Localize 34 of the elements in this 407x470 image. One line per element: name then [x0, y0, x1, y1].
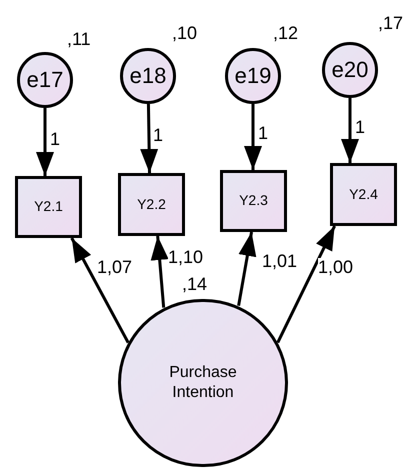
arrow [36, 108, 54, 176]
observed-variable-box [118, 173, 185, 236]
node-label: e20 [332, 56, 368, 84]
node-label: e19 [234, 62, 272, 90]
node-label: Purchase Intention [168, 363, 238, 403]
arrow [237, 232, 256, 306]
edge-label: 1,01 [262, 252, 298, 270]
node-label: e18 [130, 62, 166, 90]
node-label: Y2.3 [239, 192, 268, 210]
arrow [140, 104, 158, 174]
edge-label: 1 [50, 130, 60, 148]
arrow [70, 237, 130, 344]
edge-label: 1,07 [97, 258, 132, 276]
node-label: Y2.4 [349, 186, 378, 204]
arrow [341, 98, 359, 163]
node-label: e17 [26, 66, 64, 94]
variance-label: ,11 [67, 30, 91, 48]
variance-label: ,14 [182, 275, 208, 293]
edge-label: 1,00 [318, 258, 354, 276]
observed-variable-box [15, 176, 82, 238]
variance-label: ,12 [273, 24, 298, 42]
edge-label: 1 [258, 124, 268, 142]
node-label: Y2.2 [137, 196, 166, 214]
variance-label: ,17 [378, 14, 404, 32]
edge-label: 1 [153, 126, 164, 144]
observed-variable-box [330, 163, 397, 226]
variance-label: ,10 [172, 24, 198, 42]
arrow [244, 104, 262, 170]
edge-label: 1,10 [168, 248, 204, 266]
node-label: Y2.1 [34, 198, 63, 216]
observed-variable-box [220, 170, 287, 232]
edge-label: 1 [355, 118, 366, 136]
arrow [276, 225, 336, 344]
arrow [150, 236, 169, 308]
